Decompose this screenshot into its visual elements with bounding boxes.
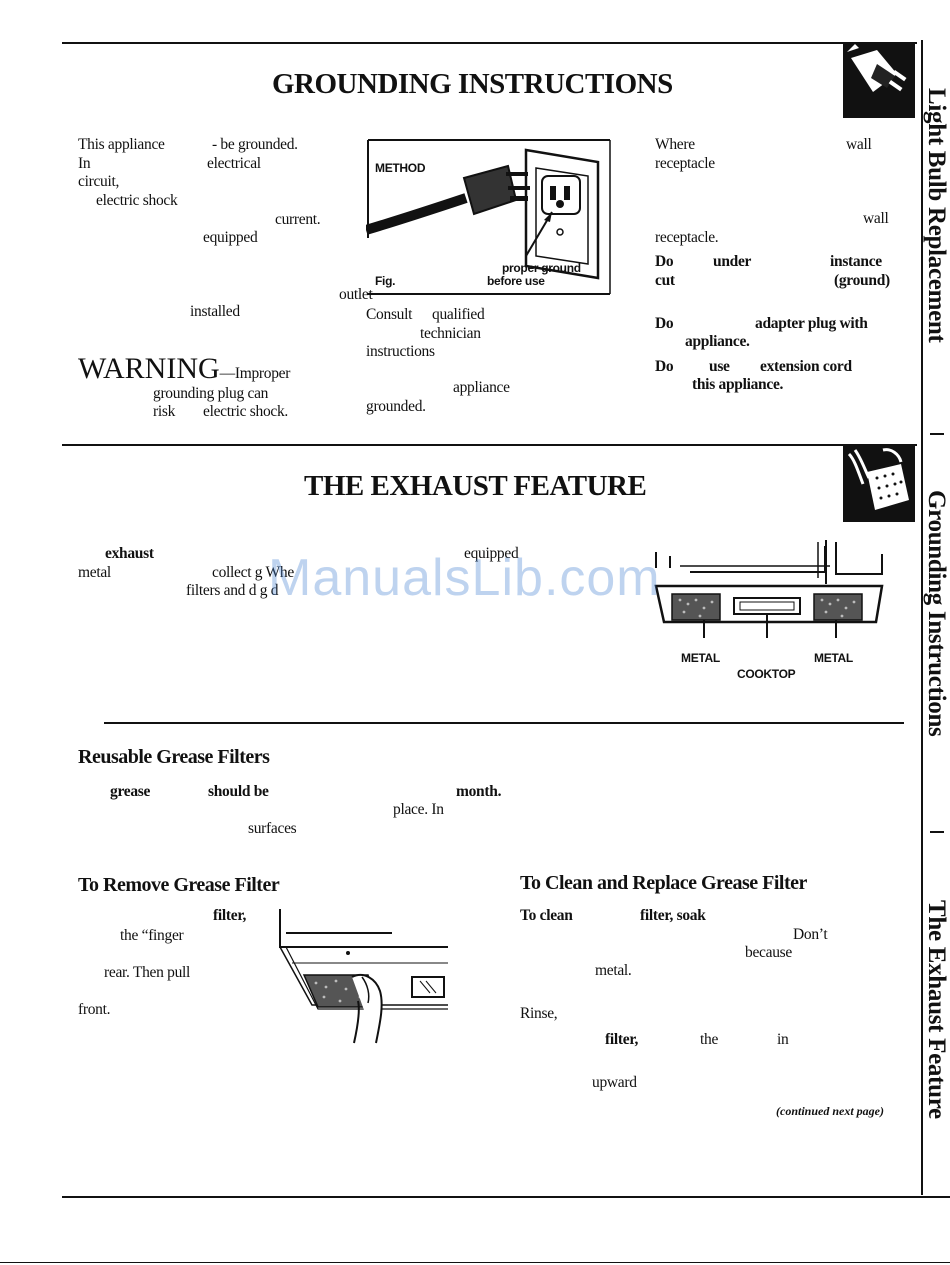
warning-line-3b: electric shock.	[203, 403, 289, 420]
top-rule	[62, 42, 917, 44]
right-bold-under: under	[713, 253, 752, 270]
right-bold-do-1: Do	[655, 253, 674, 270]
exhaust-cooktop-label: COOKTOP	[737, 667, 796, 681]
sidebar-tab-exhaust[interactable]: The Exhaust Feature	[923, 900, 950, 1119]
exhaust-title: THE EXHAUST FEATURE	[304, 470, 647, 502]
grounding-figure	[364, 138, 614, 298]
sidebar-divider-2	[930, 831, 944, 833]
clean-because: because	[745, 944, 792, 961]
right-line-1a: Where	[655, 136, 695, 153]
grounding-bottom-rule	[62, 444, 917, 446]
continued-next-page: (continued next page)	[776, 1104, 884, 1118]
warning-line-1: WARNING—Improper	[78, 352, 291, 385]
grounding-left-line-5: current.	[275, 211, 321, 228]
reusable-should-be: should be	[208, 783, 269, 800]
plug-icon	[843, 44, 915, 118]
outlet-word: outlet	[339, 286, 373, 303]
grounding-left-line-2: In	[78, 155, 91, 172]
remove-figure	[272, 905, 450, 1045]
middle-line-5: grounded.	[366, 398, 426, 415]
right-line-2: receptacle	[655, 155, 715, 172]
right-bold-do-3: Do	[655, 358, 674, 375]
exhaust-word: exhaust	[105, 545, 154, 562]
right-bold-ground: (ground)	[834, 272, 890, 289]
remove-front: front.	[78, 1001, 111, 1018]
clean-upward: upward	[592, 1074, 637, 1091]
grounding-left-line-4: electric shock	[96, 192, 178, 209]
filter-icon	[843, 444, 915, 522]
middle-line-1b: qualified	[432, 306, 485, 323]
clean-dont: Don’t	[793, 926, 828, 943]
grounding-left-line-1b: - be grounded.	[212, 136, 298, 153]
reusable-place: place. In	[393, 801, 444, 818]
middle-line-3: instructions	[366, 343, 435, 360]
grounding-left-line-2b: electrical	[207, 155, 261, 172]
remove-filter: filter,	[213, 907, 247, 924]
grounding-left-line-7: installed	[190, 303, 240, 320]
right-bold-do-2: Do	[655, 315, 674, 332]
remove-rear: rear. Then pull	[104, 964, 191, 981]
middle-line-4: appliance	[453, 379, 510, 396]
figure-proper-ground-label: proper ground	[502, 261, 581, 275]
exhaust-metal-right-label: METAL	[814, 651, 853, 665]
reusable-title: Reusable Grease Filters	[78, 746, 270, 768]
right-line-4: receptacle.	[655, 229, 719, 246]
right-line-1b: wall	[846, 136, 872, 153]
sidebar-tab-light-bulb[interactable]: Light Bulb Replacement	[923, 88, 950, 343]
exhaust-figure	[650, 538, 885, 638]
clean-metal: metal.	[595, 962, 632, 979]
clean-filter-soak: filter, soak	[640, 907, 706, 924]
exhaust-filters-and: filters and d g d	[186, 582, 279, 599]
exhaust-metal: metal	[78, 564, 111, 581]
clean-the: the	[700, 1031, 719, 1048]
clean-to-clean: To clean	[520, 907, 573, 924]
warning-line-3a: risk	[153, 403, 176, 420]
footer-rule	[0, 1262, 950, 1263]
clean-title: To Clean and Replace Grease Filter	[520, 872, 807, 894]
exhaust-equipped: equipped	[464, 545, 519, 562]
grounding-title: GROUNDING INSTRUCTIONS	[272, 68, 673, 100]
clean-filter-2: filter,	[605, 1031, 639, 1048]
reusable-month: month.	[456, 783, 502, 800]
exhaust-collect: collect g Whe	[212, 564, 294, 581]
reusable-grease: grease	[110, 783, 151, 800]
exhaust-divider	[104, 722, 904, 724]
middle-line-1a: Consult	[366, 306, 413, 323]
remove-finger: the “finger	[120, 927, 184, 944]
reusable-surfaces: surfaces	[248, 820, 297, 837]
figure-before-use-label: before use	[487, 274, 545, 288]
right-bold-use: use	[709, 358, 730, 375]
right-line-3: wall	[863, 210, 889, 227]
bottom-rule	[62, 1196, 950, 1198]
middle-line-2: technician	[420, 325, 481, 342]
right-bold-appliance: appliance.	[685, 333, 750, 350]
figure-method-label: METHOD	[375, 161, 426, 175]
exhaust-metal-left-label: METAL	[681, 651, 720, 665]
right-bold-this-appliance: this appliance.	[692, 376, 784, 393]
sidebar-divider-1	[930, 433, 944, 435]
sidebar-rule	[921, 40, 923, 1195]
clean-rinse: Rinse,	[520, 1005, 558, 1022]
grounding-left-line-3: circuit,	[78, 173, 120, 190]
right-bold-adapter: adapter plug with	[755, 315, 868, 332]
watermark: ManualsLib.com	[268, 549, 661, 607]
right-bold-instance: instance	[830, 253, 882, 270]
grounding-left-line-1: This appliance	[78, 136, 165, 153]
right-bold-cut: cut	[655, 272, 675, 289]
figure-fig-label: Fig.	[375, 274, 396, 288]
warning-line-2: grounding plug can	[153, 385, 269, 402]
grounding-left-line-6: equipped	[203, 229, 258, 246]
remove-title: To Remove Grease Filter	[78, 874, 280, 896]
sidebar-tab-grounding[interactable]: Grounding Instructions	[923, 490, 950, 737]
right-bold-extension: extension cord	[760, 358, 852, 375]
clean-in: in	[777, 1031, 789, 1048]
